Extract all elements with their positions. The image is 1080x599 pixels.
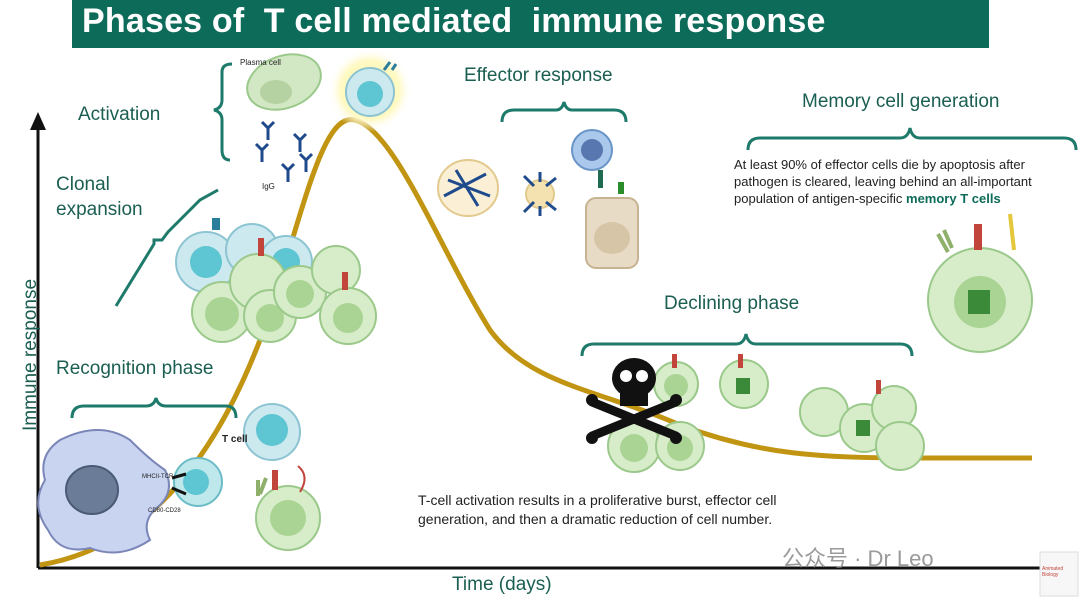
y-axis-arrow <box>30 112 46 130</box>
y-axis-label: Immune response <box>20 278 41 432</box>
memory-brace <box>746 127 1078 151</box>
death-icon <box>586 358 682 444</box>
target-cell <box>585 197 639 269</box>
clonal-cluster <box>175 218 377 345</box>
memory-t-cell <box>927 213 1033 353</box>
effector-brace <box>500 101 628 123</box>
declining-phase-label: Declining phase <box>664 293 800 314</box>
naive-t-cell <box>171 457 223 507</box>
cd80-cd28-label: CD80-CD28 <box>148 508 181 514</box>
logo-text: Animated Biology <box>1042 566 1064 578</box>
summary-note: T-cell activation results in a prolifera… <box>418 492 777 527</box>
memory-note-text: At least 90% of effector cells die by ap… <box>734 157 1032 206</box>
apc-cell <box>37 429 170 554</box>
memory-cell-generation-label: Memory cell generation <box>802 91 1000 112</box>
page-title: Phases of T cell mediated immune respons… <box>82 2 826 40</box>
effector-response-label: Effector response <box>464 65 613 86</box>
title-bar: Phases of T cell mediated immune respons… <box>72 0 989 48</box>
response-curve <box>39 117 1032 568</box>
clonal-brace <box>114 188 219 307</box>
clonal-expansion-label: Clonal expansion <box>56 174 143 220</box>
braces <box>70 62 1078 419</box>
t-cell-label: T cell <box>222 434 248 445</box>
watermark: 公众号 · Dr Leo <box>782 546 934 571</box>
axes <box>30 112 1075 570</box>
activated-t-cell <box>328 48 412 132</box>
igg-label: IgG <box>262 182 275 191</box>
declining-cells <box>607 354 925 473</box>
effector-t-cell <box>571 129 624 194</box>
t-cell-recognition <box>243 403 321 551</box>
plasma-cell <box>246 53 322 111</box>
memory-note-bold: memory T cells <box>906 191 1001 206</box>
logo <box>1039 551 1079 597</box>
recognition-phase-label: Recognition phase <box>56 358 214 379</box>
declining-brace <box>580 333 914 357</box>
antigen-complex <box>522 172 557 216</box>
plasma-cell-label: Plasma cell <box>240 58 281 67</box>
activation-brace <box>213 62 233 162</box>
memory-note: At least 90% of effector cells die by ap… <box>734 156 1056 207</box>
mhc-tcr-label: MHCII-TCR <box>142 474 174 480</box>
pathogen-neutralized <box>437 159 499 217</box>
antibodies-activation <box>254 120 314 182</box>
recognition-brace <box>70 397 238 419</box>
x-axis-label: Time (days) <box>452 574 552 595</box>
activation-label: Activation <box>78 104 161 125</box>
